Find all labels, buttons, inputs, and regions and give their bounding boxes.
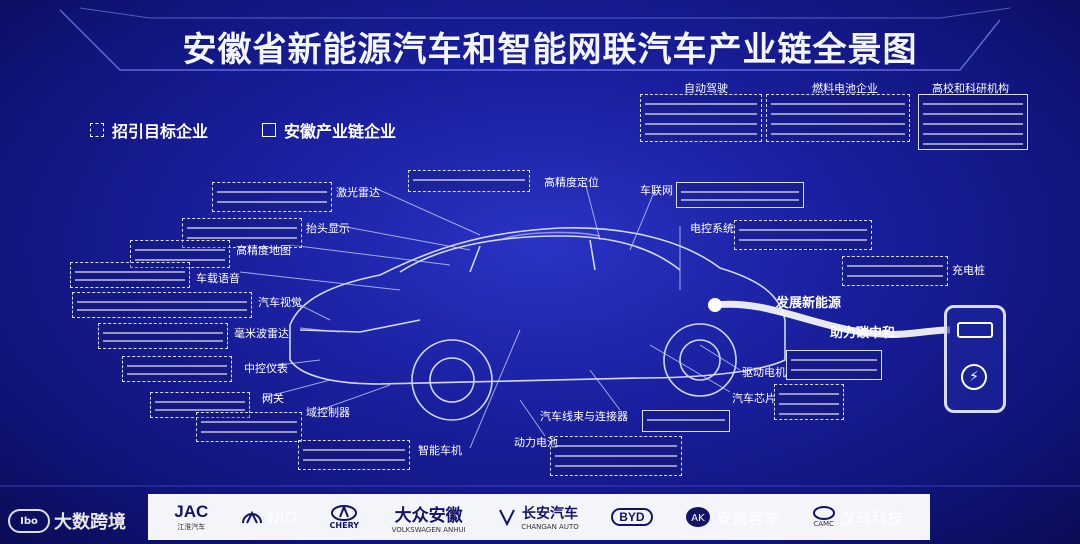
label-positioning: 高精度定位 <box>544 176 599 189</box>
vision-box <box>72 292 252 318</box>
mmwave-box <box>98 323 228 349</box>
iov-box <box>676 182 804 208</box>
svg-text:AK: AK <box>691 513 705 524</box>
brand-bar: JAC 江淮汽车 NIO CHERY 大众安徽 VOLKSWAGEN ANHUI… <box>148 494 930 540</box>
hd-map-box <box>130 240 230 268</box>
category-university: 高校和科研机构 <box>932 82 1009 95</box>
fuel-cell-box <box>766 94 910 142</box>
domain-ctrl-box <box>196 412 302 442</box>
battery-box <box>550 436 682 476</box>
solid-box-icon <box>262 123 276 137</box>
motor-box <box>786 350 882 380</box>
label-gateway: 网关 <box>262 392 284 405</box>
lightning-icon: ⚡ <box>961 364 987 390</box>
label-vision: 汽车视觉 <box>258 296 302 309</box>
ankai-logo-icon: AK <box>686 507 711 527</box>
legend-target-enterprises: 招引目标企业 <box>90 118 208 142</box>
watermark: Ibo 大数跨境 <box>8 508 126 534</box>
camc-logo-icon <box>812 506 835 520</box>
gateway-box <box>150 392 250 418</box>
brand-chery: CHERY <box>330 504 359 530</box>
lidar-box <box>212 182 332 212</box>
label-charger: 充电桩 <box>952 264 985 277</box>
label-smart-cockpit: 智能车机 <box>418 444 462 457</box>
brand-jac: JAC 江淮汽车 <box>174 502 209 531</box>
harness-box <box>642 410 730 432</box>
university-box <box>918 94 1028 150</box>
ecu-box <box>734 220 872 250</box>
brand-nio: NIO <box>241 508 297 527</box>
changan-logo-icon <box>499 509 516 526</box>
category-autonomous: 自动驾驶 <box>684 82 728 95</box>
brand-hanma: CAMC 汉马科技 <box>812 505 904 529</box>
text-carbon-neutral: 助力碳中和 <box>830 326 896 341</box>
text-develop-new-energy: 发展新能源 <box>776 296 842 311</box>
chip-box <box>774 384 844 420</box>
label-mmwave: 毫米波雷达 <box>234 327 289 340</box>
chery-logo-icon <box>331 504 358 521</box>
voice-box <box>70 262 190 288</box>
page-title: 安徽省新能源汽车和智能网联汽车产业链全景图 <box>182 30 918 70</box>
watermark-logo-icon: Ibo <box>8 509 50 533</box>
label-chip: 汽车芯片 <box>732 392 776 405</box>
label-hud: 抬头显示 <box>306 222 350 235</box>
brand-byd: BYD <box>611 508 653 526</box>
label-ecu: 电控系统 <box>690 222 734 235</box>
brand-ankai: AK 安凯客车 <box>685 505 780 529</box>
label-iov: 车联网 <box>640 184 673 197</box>
label-battery: 动力电池 <box>514 436 558 449</box>
hud-box <box>182 218 302 248</box>
brand-changan: 长安汽车 CHANGAN AUTO <box>498 503 579 531</box>
cluster-box <box>122 356 232 382</box>
brand-volkswagen-anhui: 大众安徽 VOLKSWAGEN ANHUI <box>391 505 466 534</box>
positioning-box <box>408 170 530 192</box>
label-domain-ctrl: 域控制器 <box>306 406 350 419</box>
charging-pile: ⚡ <box>944 305 1006 413</box>
label-lidar: 激光雷达 <box>336 186 380 199</box>
charger-box <box>842 256 948 286</box>
label-motor: 驱动电机 <box>742 366 786 379</box>
dashed-box-icon <box>90 123 104 137</box>
label-harness: 汽车线束与连接器 <box>540 410 628 423</box>
category-fuel-cell: 燃料电池企业 <box>812 82 878 95</box>
autonomous-box <box>640 94 762 142</box>
smart-cockpit-box <box>298 440 410 470</box>
nio-logo-icon <box>241 510 262 524</box>
label-cluster: 中控仪表 <box>244 362 288 375</box>
label-voice: 车载语音 <box>196 272 240 285</box>
legend-anhui-enterprises: 安徽产业链企业 <box>262 118 396 142</box>
charger-screen-icon <box>957 322 993 338</box>
label-hd-map: 高精度地图 <box>236 244 291 257</box>
